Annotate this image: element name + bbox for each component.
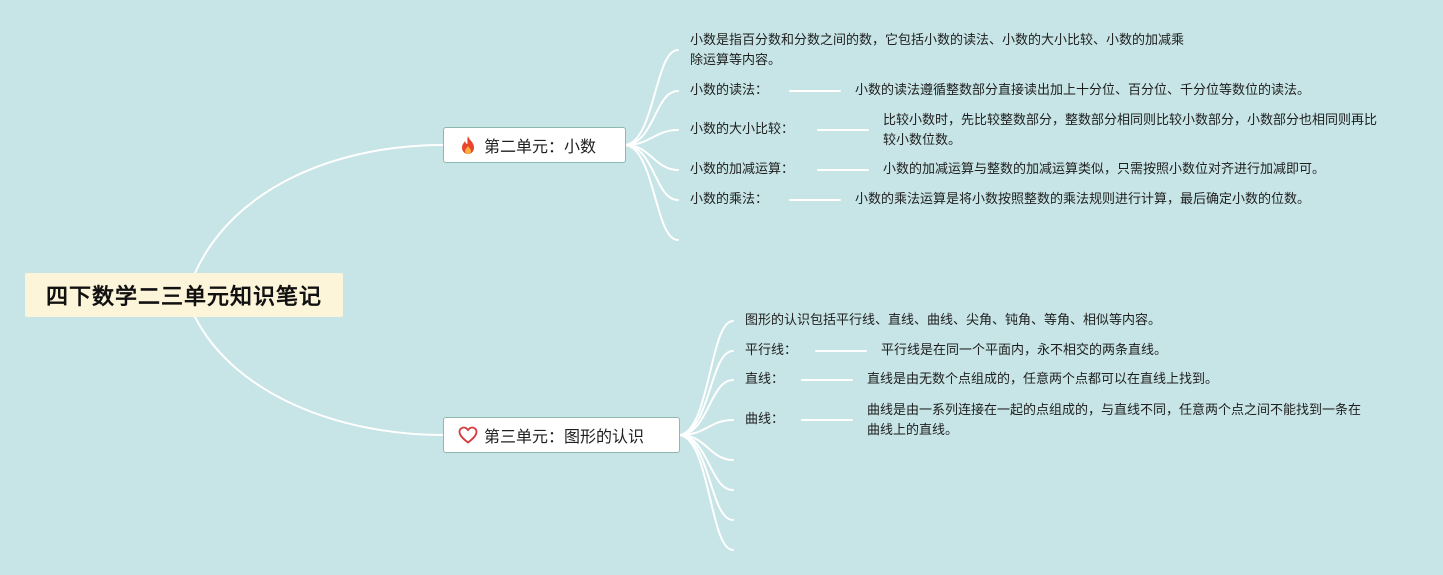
connector-unit2-item4 <box>625 144 679 201</box>
unit2-item-desc-4: 小数的乘法运算是将小数按照整数的乘法规则进行计算，最后确定小数的位数。 <box>855 192 1311 207</box>
unit3-item-desc-2: 直线是由无数个点组成的，任意两个点都可以在直线上找到。 <box>867 372 1219 387</box>
unit2-item-desc-1: 小数的读法遵循整数部分直接读出加上十分位、百分位、千分位等数位的读法。 <box>855 83 1311 98</box>
branch-unit3-title: 第三单元：图形的认识 <box>484 427 645 446</box>
connector-unit3-intro <box>679 320 734 436</box>
connector-unit3-empty4 <box>679 434 734 551</box>
root-topic[interactable]: 四下数学二三单元知识笔记 <box>25 273 343 317</box>
connector-unit2-intro <box>625 49 679 146</box>
branch-unit2[interactable]: 第二单元：小数 <box>443 127 626 163</box>
unit3-item-label-1: 平行线： <box>745 343 798 358</box>
unit3-intro: 图形的认识包括平行线、直线、曲线、尖角、钝角、等角、相似等内容。 <box>745 313 1162 328</box>
unit2-item-label-2: 小数的大小比较： <box>690 122 795 137</box>
unit3-item-label-2: 直线： <box>745 372 785 387</box>
branch-unit2-title: 第二单元：小数 <box>484 137 597 156</box>
unit2-item-desc-3: 小数的加减运算与整数的加减运算类似，只需按照小数位对齐进行加减即可。 <box>883 162 1326 177</box>
connector-unit2-item1 <box>625 90 679 146</box>
unit2-intro: 小数是指百分数和分数之间的数，它包括小数的读法、小数的大小比较、小数的加减乘除运… <box>690 33 1185 68</box>
root-title: 四下数学二三单元知识笔记 <box>45 285 322 310</box>
fire-icon <box>462 136 474 154</box>
unit2-item-desc-2: 比较小数时，先比较整数部分，整数部分相同则比较小数部分，小数部分也相同则再比较小… <box>883 113 1378 148</box>
unit3-item-desc-1: 平行线是在同一个平面内，永不相交的两条直线。 <box>881 343 1168 358</box>
connector-root-unit2 <box>194 144 444 274</box>
connector-root-unit3 <box>194 316 444 436</box>
unit2-item-label-4: 小数的乘法： <box>690 192 769 207</box>
connector-unit2-empty <box>625 144 679 241</box>
unit2-item-label-1: 小数的读法： <box>690 83 769 98</box>
connector-unit3-item1 <box>679 350 734 436</box>
unit3-item-label-3: 曲线： <box>745 412 785 427</box>
connector-unit3-item2 <box>679 379 734 436</box>
unit3-item-desc-3: 曲线是由一系列连接在一起的点组成的，与直线不同，任意两个点之间不能找到一条在曲线… <box>867 403 1362 438</box>
unit2-item-label-3: 小数的加减运算： <box>690 162 795 177</box>
branch-unit3[interactable]: 第三单元：图形的认识 <box>443 417 680 453</box>
connector-unit3-item3 <box>679 419 734 436</box>
heart-outline-icon <box>458 426 478 444</box>
